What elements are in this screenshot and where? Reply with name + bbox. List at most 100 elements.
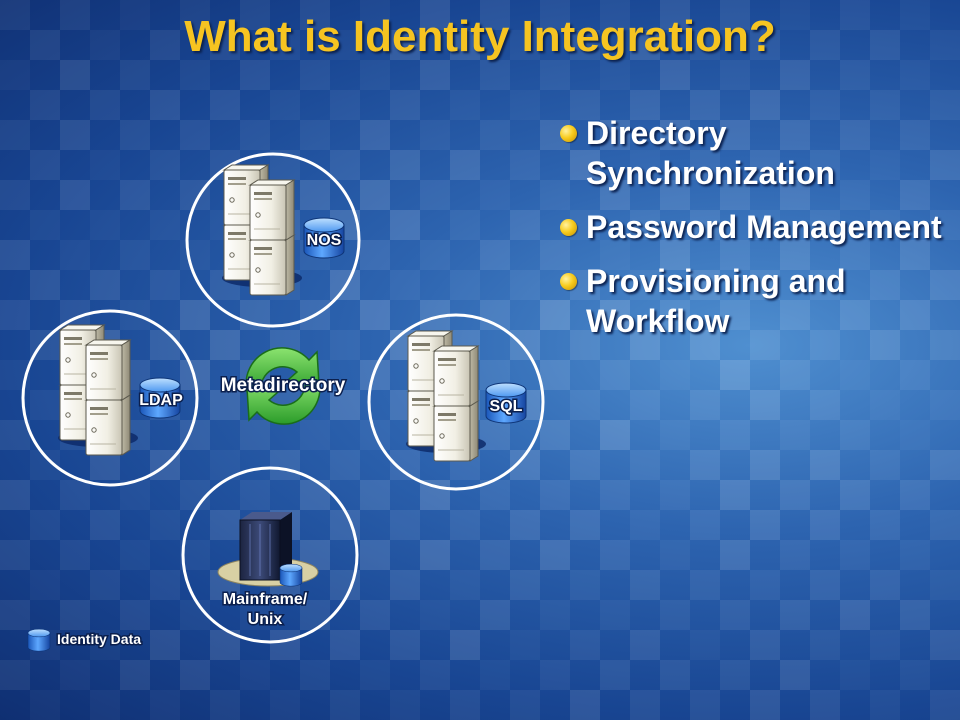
checker-tile <box>930 570 960 600</box>
server-icon <box>58 325 138 455</box>
checker-tile <box>810 90 840 120</box>
ldap-label: LDAP <box>139 392 183 409</box>
checker-tile <box>420 540 450 570</box>
checker-tile <box>120 540 150 570</box>
checker-tile <box>900 660 930 690</box>
checker-tile <box>630 450 660 480</box>
checker-tile <box>180 420 210 450</box>
checker-tile <box>210 510 240 540</box>
checker-tile <box>30 150 60 180</box>
checker-tile <box>810 270 840 300</box>
checker-tile <box>30 390 60 420</box>
checker-tile <box>660 360 690 390</box>
checker-tile <box>840 0 870 30</box>
checker-tile <box>930 210 960 240</box>
checker-tile <box>870 30 900 60</box>
checker-tile <box>120 180 150 210</box>
checker-tile <box>0 540 30 570</box>
checker-tile <box>180 60 210 90</box>
checker-tile <box>750 630 780 660</box>
checker-tile <box>660 660 690 690</box>
checker-tile <box>870 570 900 600</box>
checker-tile <box>780 240 810 270</box>
checker-tile <box>450 690 480 720</box>
checker-tile <box>540 600 570 630</box>
mainframe-label: Unix <box>248 611 283 628</box>
checker-tile <box>120 120 150 150</box>
checker-tile <box>210 30 240 60</box>
checker-tile <box>390 30 420 60</box>
checker-tile <box>810 390 840 420</box>
checker-tile <box>210 390 240 420</box>
checker-tile <box>930 390 960 420</box>
checker-tile <box>420 180 450 210</box>
checker-tile <box>780 120 810 150</box>
checker-tile <box>540 360 570 390</box>
checker-tile <box>480 240 510 270</box>
checker-tile <box>600 0 630 30</box>
checker-tile <box>840 180 870 210</box>
checker-tile <box>600 360 630 390</box>
checker-tile <box>930 690 960 720</box>
checker-tile <box>180 300 210 330</box>
bullet-item: Password Management <box>560 207 950 247</box>
checker-tile <box>600 180 630 210</box>
checker-tile <box>0 660 30 690</box>
checker-tile <box>840 240 870 270</box>
checker-tile <box>60 600 90 630</box>
checker-tile <box>270 690 300 720</box>
checker-tile <box>570 630 600 660</box>
checker-tile <box>690 330 720 360</box>
checker-tile <box>240 0 270 30</box>
checker-tile <box>690 270 720 300</box>
checker-tile <box>330 450 360 480</box>
checker-tile <box>540 300 570 330</box>
checker-tile <box>720 60 750 90</box>
checker-tile <box>600 120 630 150</box>
checker-tile <box>630 690 660 720</box>
checker-tile <box>60 240 90 270</box>
checker-tile <box>630 30 660 60</box>
checker-tile <box>780 660 810 690</box>
checker-tile <box>930 90 960 120</box>
checker-tile <box>750 450 780 480</box>
checker-tile <box>660 240 690 270</box>
checker-tile <box>300 600 330 630</box>
checker-tile <box>870 690 900 720</box>
checker-tile <box>450 570 480 600</box>
checker-tile <box>150 510 180 540</box>
checker-tile <box>930 510 960 540</box>
checker-tile <box>900 240 930 270</box>
legend: Identity Data <box>27 628 143 652</box>
checker-tile <box>690 90 720 120</box>
checker-tile <box>0 420 30 450</box>
checker-tile <box>30 30 60 60</box>
checker-tile <box>870 510 900 540</box>
checker-tile <box>450 630 480 660</box>
checker-tile <box>720 300 750 330</box>
checker-tile <box>900 600 930 630</box>
checker-tile <box>900 480 930 510</box>
checker-tile <box>0 480 30 510</box>
slide-title: What is Identity Integration? <box>184 12 776 61</box>
checker-tile <box>720 360 750 390</box>
checker-tile <box>0 120 30 150</box>
checker-tile <box>420 0 450 30</box>
checker-tile <box>750 390 780 420</box>
checker-tile <box>570 390 600 420</box>
checker-tile <box>540 240 570 270</box>
bullet-icon <box>560 125 577 142</box>
checker-tile <box>540 540 570 570</box>
checker-tile <box>90 270 120 300</box>
bullet-item: Directory Synchronization <box>560 113 950 193</box>
checker-tile <box>330 330 360 360</box>
checker-tile <box>690 150 720 180</box>
checker-tile <box>810 510 840 540</box>
checker-tile <box>810 450 840 480</box>
checker-tile <box>390 690 420 720</box>
nos-node-circle <box>185 152 361 328</box>
checker-tile <box>690 390 720 420</box>
checker-tile <box>810 30 840 60</box>
checker-tile <box>570 570 600 600</box>
checker-tile <box>840 480 870 510</box>
